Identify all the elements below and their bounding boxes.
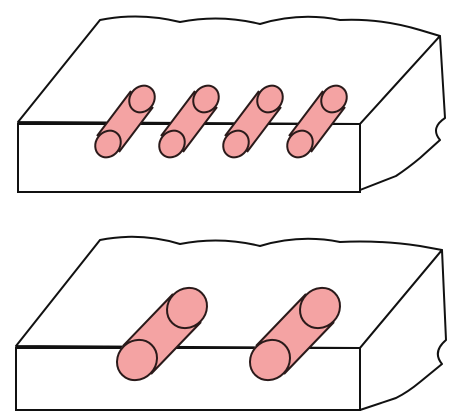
bottom-rod-2 (249, 286, 341, 382)
top-rod-2 (158, 84, 220, 159)
bottom-slab-front-face (15, 347, 361, 411)
top-rod-4 (286, 84, 348, 159)
top-slab-side-face (359, 35, 446, 191)
bottom-slab-side-face (359, 249, 447, 411)
top-rod-3 (222, 84, 284, 159)
top-slab (17, 15, 446, 193)
bottom-rod-1 (116, 286, 208, 382)
top-rod-1 (94, 84, 156, 159)
bottom-slab (15, 235, 447, 411)
